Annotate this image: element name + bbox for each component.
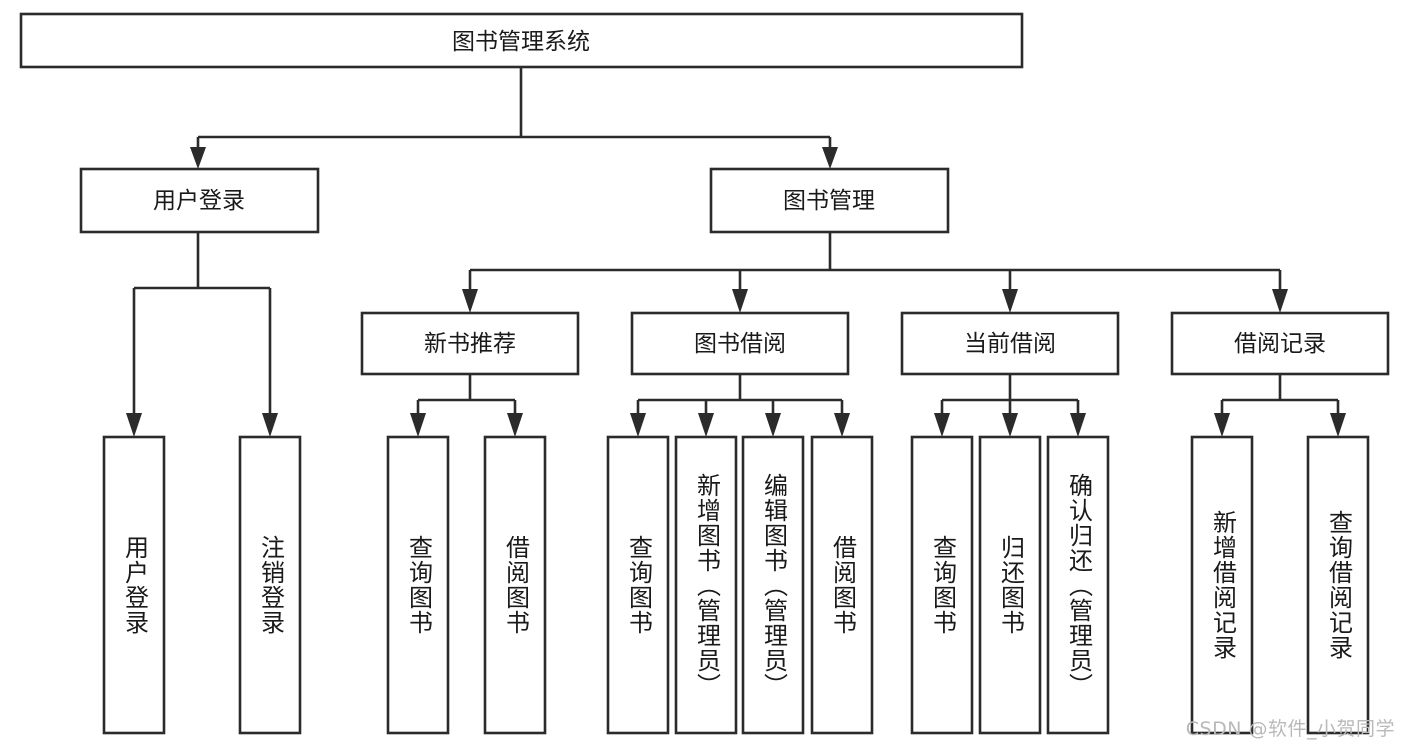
node-leaf-user-login-box[interactable] — [102, 435, 166, 735]
node-book-borrow-label: 图书借阅 — [694, 331, 786, 357]
arrowhead-borrow-record — [1272, 289, 1288, 313]
connectors-layer — [126, 67, 1346, 437]
node-book-manage-label: 图书管理 — [783, 188, 875, 214]
node-book-borrow-box[interactable] — [630, 311, 850, 376]
node-borrow-record-label: 借阅记录 — [1234, 331, 1326, 357]
node-user-login-label: 用户登录 — [153, 188, 245, 214]
arrowhead-leaf-query-book-3 — [934, 413, 950, 437]
node-leaf-query-book-2-box[interactable] — [606, 435, 670, 735]
arrowhead-new-book-rec — [462, 289, 478, 313]
node-leaf-confirm-return-box[interactable] — [1046, 435, 1110, 735]
arrowhead-leaf-return-book — [1002, 413, 1018, 437]
node-root-label: 图书管理系统 — [452, 29, 590, 55]
arrowhead-leaf-add-book — [698, 413, 714, 437]
arrowhead-leaf-edit-book — [765, 413, 781, 437]
node-leaf-borrow-book-2-box[interactable] — [810, 435, 874, 735]
arrowhead-leaf-query-record — [1330, 413, 1346, 437]
arrowhead-current-borrow — [1002, 289, 1018, 313]
node-root-box[interactable] — [19, 12, 1024, 69]
arrowhead-leaf-query-book-2 — [630, 413, 646, 437]
arrowhead-leaf-query-book-1 — [410, 413, 426, 437]
node-leaf-query-book-3-box[interactable] — [910, 435, 974, 735]
arrowhead-book-manage — [822, 147, 838, 169]
node-leaf-add-record-box[interactable] — [1190, 435, 1254, 735]
node-leaf-return-book-box[interactable] — [978, 435, 1042, 735]
arrowhead-leaf-add-record — [1214, 413, 1230, 437]
watermark-text: CSDN @软件_小贺同学 — [1185, 718, 1395, 740]
nodes-layer: 图书管理系统 用户登录 图书管理 新书推荐 图书借阅 当前借阅 借阅记录 — [19, 12, 1390, 735]
node-current-borrow-box[interactable] — [900, 311, 1120, 376]
arrowhead-user-login — [190, 147, 206, 169]
node-new-book-rec-box[interactable] — [360, 311, 580, 376]
arrowhead-leaf-logout — [262, 413, 278, 437]
node-leaf-edit-book-box[interactable] — [741, 435, 805, 735]
arrowhead-book-borrow — [732, 289, 748, 313]
node-leaf-query-record-box[interactable] — [1306, 435, 1370, 735]
node-new-book-rec-label: 新书推荐 — [424, 331, 516, 357]
node-borrow-record-box[interactable] — [1170, 311, 1390, 376]
node-leaf-query-book-1-box[interactable] — [386, 435, 450, 735]
node-book-manage-box[interactable] — [709, 167, 950, 234]
arrowhead-leaf-user-login — [126, 413, 142, 437]
node-leaf-add-book-box[interactable] — [674, 435, 738, 735]
arrowhead-leaf-borrow-book-1 — [507, 413, 523, 437]
node-leaf-logout-box[interactable] — [238, 435, 302, 735]
arrowhead-leaf-borrow-book-2 — [834, 413, 850, 437]
arrowhead-leaf-confirm-return — [1070, 413, 1086, 437]
node-leaf-borrow-book-1-box[interactable] — [483, 435, 547, 735]
node-current-borrow-label: 当前借阅 — [964, 331, 1056, 357]
node-user-login-box[interactable] — [79, 167, 320, 234]
